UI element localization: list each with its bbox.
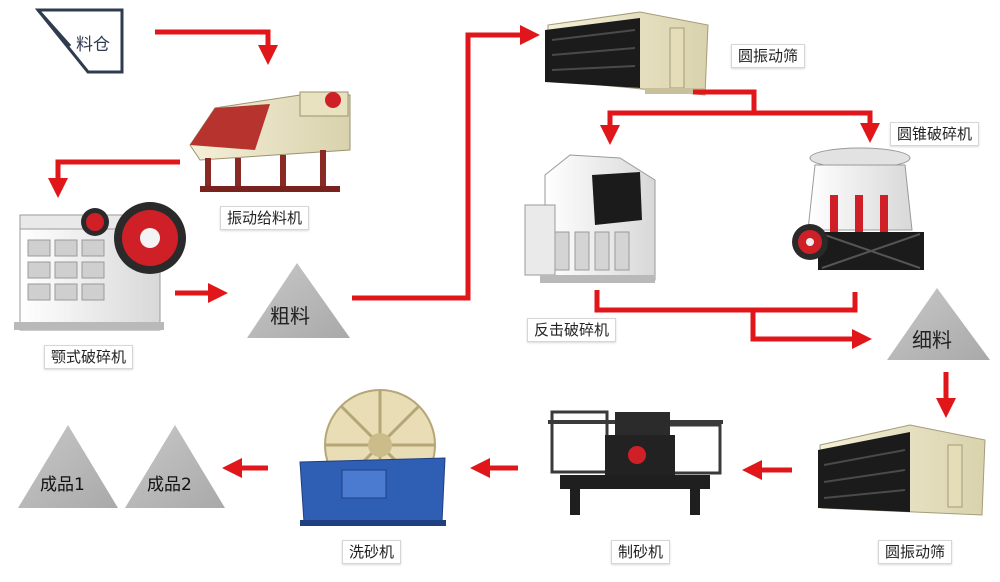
hopper-label: 料仓 xyxy=(76,35,110,55)
arrow-screen-split xyxy=(693,89,757,113)
impact-crusher-label: 反击破碎机 xyxy=(527,318,617,342)
product-2-pile xyxy=(125,425,225,508)
arrow-cone-drop xyxy=(753,292,858,313)
arrow-to-impact xyxy=(600,110,870,145)
sand-washer-icon xyxy=(299,389,446,526)
arrow-impact-cone-to-fine xyxy=(594,290,753,313)
arrow-coarse-to-screen xyxy=(352,25,540,301)
arrow-hopper-to-feeder xyxy=(155,29,278,65)
cone-crusher-icon xyxy=(792,147,924,270)
circular-screen-top-icon xyxy=(545,11,709,96)
product-2-label: 成品2 xyxy=(147,475,192,495)
screen-bottom-label: 圆振动筛 xyxy=(878,540,953,564)
screen-top-label: 圆振动筛 xyxy=(731,44,806,68)
coarse-material-pile xyxy=(247,263,350,338)
product-1-label: 成品1 xyxy=(40,475,85,495)
circular-screen-bottom-icon xyxy=(818,424,986,516)
vibrating-feeder-icon xyxy=(189,91,351,192)
sand-maker-icon xyxy=(548,410,723,515)
fine-pile-label: 细料 xyxy=(912,328,952,352)
jaw-crusher-icon xyxy=(14,202,186,331)
arrow-merge-to-fine xyxy=(750,310,872,349)
arrow-feeder-to-jaw xyxy=(48,159,180,198)
coarse-pile-label: 粗料 xyxy=(270,304,310,328)
arrow-to-cone xyxy=(754,110,880,143)
jaw-crusher-label: 颚式破碎机 xyxy=(44,345,134,369)
sand-washer-label: 洗砂机 xyxy=(342,540,402,564)
fine-material-pile xyxy=(887,288,990,360)
cone-crusher-label: 圆锥破碎机 xyxy=(890,122,980,146)
feeder-label: 振动给料机 xyxy=(220,206,310,230)
sand-maker-label: 制砂机 xyxy=(611,540,671,564)
impact-crusher-icon xyxy=(524,154,656,283)
hopper-icon xyxy=(34,8,124,74)
product-1-pile xyxy=(18,425,118,508)
